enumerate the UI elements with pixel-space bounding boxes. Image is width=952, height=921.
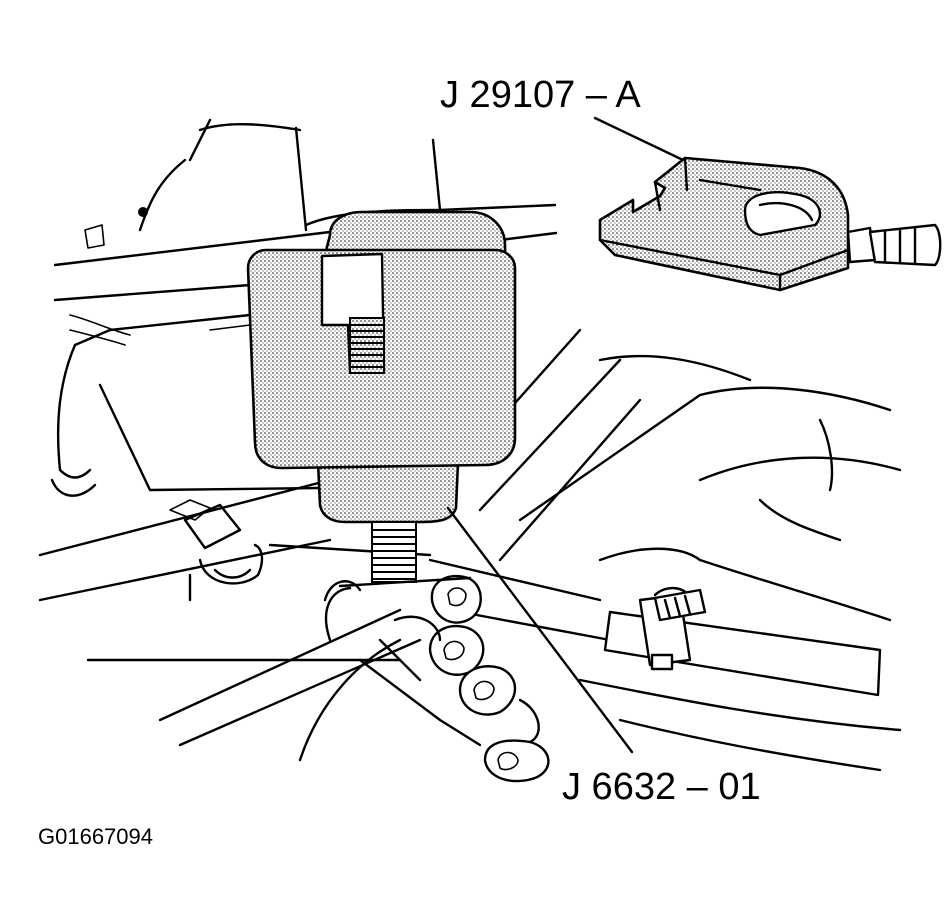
- figure-id: G01667094: [38, 824, 153, 849]
- background-linework: [38, 118, 902, 772]
- leader-line-j-29107-a: [593, 116, 685, 162]
- callout-label-j-29107-a: J 29107 – A: [440, 74, 641, 116]
- callout-label-j-6632-01: J 6632 – 01: [562, 766, 761, 808]
- ball-joint-and-fingers: [358, 574, 550, 783]
- press-tool-j-6632-01: [246, 210, 517, 588]
- brake-hose: [603, 586, 882, 697]
- leader-line-j-6632-01: [446, 506, 634, 754]
- press-screw-threads-upper: [349, 317, 385, 374]
- adapter-tool-j-29107-a: [598, 156, 942, 292]
- press-screw-threads-lower: [371, 521, 417, 583]
